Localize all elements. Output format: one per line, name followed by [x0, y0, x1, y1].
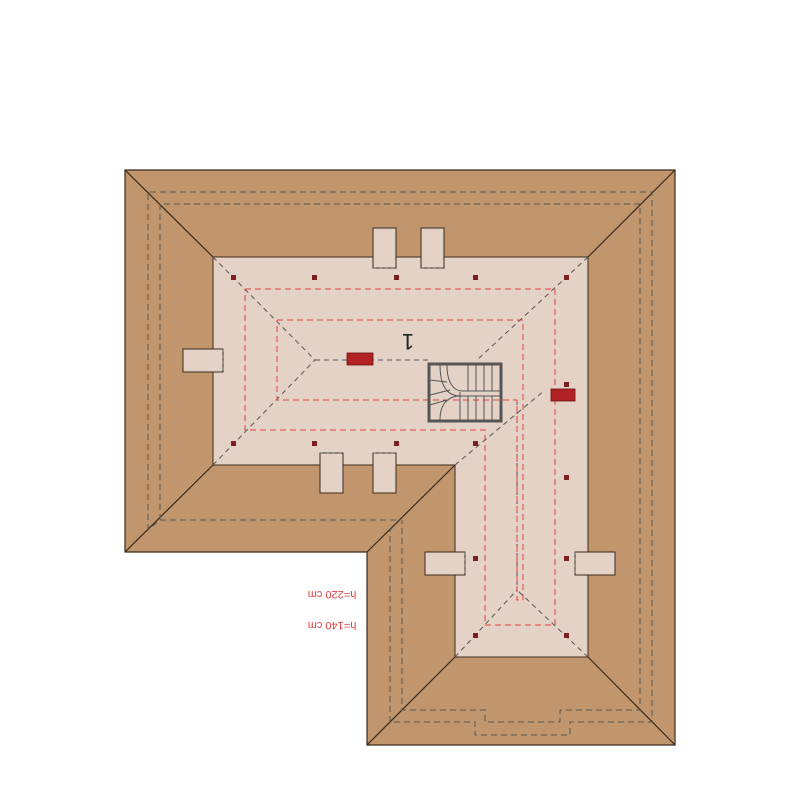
height-lines [244, 288, 556, 626]
post [564, 382, 569, 387]
dormer-wing-left [424, 551, 466, 576]
post [564, 275, 569, 280]
chimney-icon [550, 388, 576, 402]
dormer-dashes [222, 267, 576, 575]
post [312, 441, 317, 446]
post [473, 275, 478, 280]
dormer-top-right [420, 227, 445, 269]
height-label-220: h=220 cm [308, 588, 357, 600]
chimney-icon [346, 352, 374, 366]
dormer-wing-right [574, 551, 616, 576]
post [231, 441, 236, 446]
height-line-140 [276, 319, 524, 601]
post [564, 556, 569, 561]
post [564, 475, 569, 480]
wall-dashed-lines [147, 191, 653, 736]
post [394, 275, 399, 280]
dormers [182, 227, 616, 576]
height-line-220 [244, 288, 556, 626]
post [473, 441, 478, 446]
dormer-bottom-right [372, 452, 397, 494]
post [473, 633, 478, 638]
height-label-140: h=140 cm [308, 619, 357, 631]
dormer-bottom-left [319, 452, 344, 494]
staircase-icon [427, 362, 503, 423]
room-number: 1 [402, 329, 414, 354]
dormer-left [182, 348, 224, 373]
dormer-top-left [372, 227, 397, 269]
posts [231, 275, 569, 638]
roof-ridge-lines [124, 169, 676, 746]
post [312, 275, 317, 280]
post [564, 633, 569, 638]
post [231, 275, 236, 280]
post [473, 556, 478, 561]
post [394, 441, 399, 446]
